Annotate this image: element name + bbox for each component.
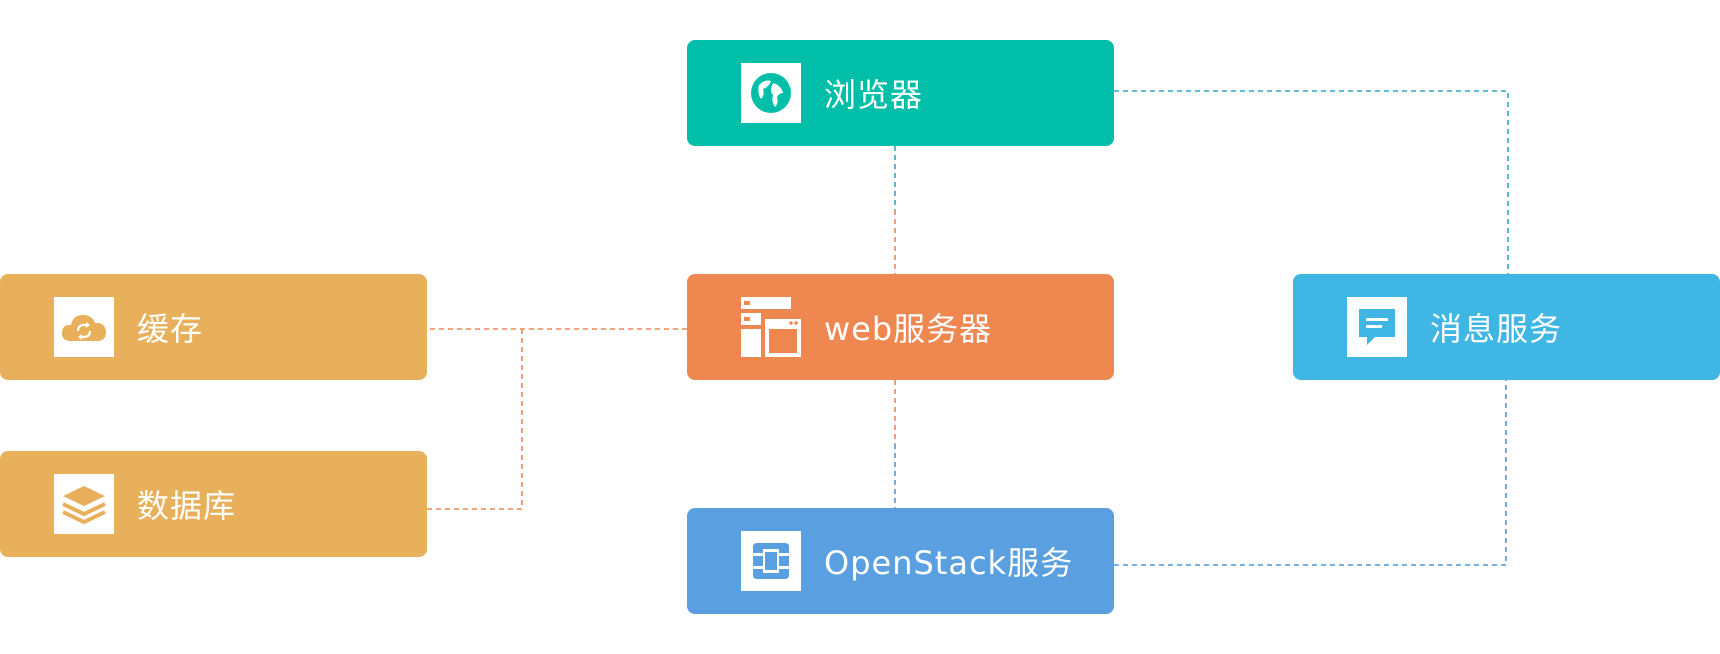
node-label: 浏览器	[824, 76, 924, 114]
openstack-node[interactable]: OpenStack服务	[687, 508, 1114, 614]
layers-icon	[54, 474, 114, 534]
globe-icon	[741, 63, 801, 123]
cloud-sync-icon	[54, 297, 114, 357]
web-server-node[interactable]: web服务器	[687, 274, 1114, 380]
database-node[interactable]: 数据库	[0, 451, 427, 557]
browser-node[interactable]: 浏览器	[687, 40, 1114, 146]
connector-bus-database	[427, 329, 523, 510]
message-service-node[interactable]: 消息服务	[1293, 274, 1720, 380]
node-label: OpenStack服务	[824, 544, 1074, 582]
node-label: 消息服务	[1430, 310, 1563, 348]
node-label: 缓存	[137, 310, 204, 348]
cache-node[interactable]: 缓存	[0, 274, 427, 380]
connector-browser-message	[1114, 90, 1509, 274]
server-window-icon	[741, 297, 801, 357]
node-label: web服务器	[824, 310, 993, 348]
chat-bubble-icon	[1347, 297, 1407, 357]
openstack-icon	[741, 531, 801, 591]
connector-openstack-message	[1114, 380, 1507, 566]
node-label: 数据库	[137, 487, 237, 525]
